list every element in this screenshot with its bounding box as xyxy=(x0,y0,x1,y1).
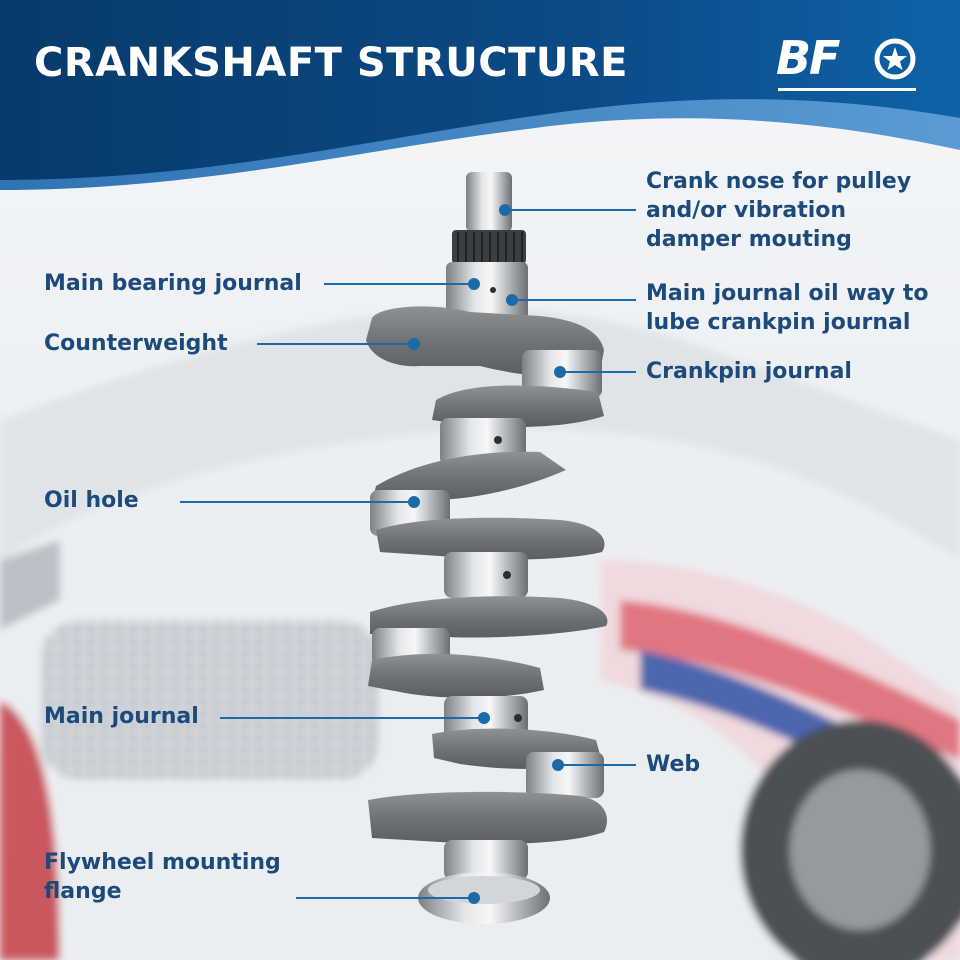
star-in-circle-icon xyxy=(874,38,916,80)
web-2 xyxy=(372,451,566,502)
front-main-journal xyxy=(446,262,528,320)
web-1 xyxy=(432,385,604,427)
label-web: Web xyxy=(646,752,701,777)
label-main-journal: Main journal xyxy=(44,704,199,729)
label-main-bearing-journal: Main bearing journal xyxy=(44,271,302,296)
label-flywheel-flange: Flywheel mounting flange xyxy=(44,850,281,904)
label-main-journal-oil-way: Main journal oil way to lube crankpin jo… xyxy=(646,281,929,335)
label-oil-hole: Oil hole xyxy=(44,488,139,513)
counterweight-rear xyxy=(368,791,607,844)
timing-gear-teeth xyxy=(457,232,523,262)
label-counterweight: Counterweight xyxy=(44,331,228,356)
web-4 xyxy=(368,653,544,698)
page-title: CRANKSHAFT STRUCTURE xyxy=(34,40,628,86)
crankpin-journal-4 xyxy=(526,752,604,798)
main-journal-3 xyxy=(444,552,528,598)
brand-logo: BF xyxy=(776,30,918,94)
label-crankpin-journal: Crankpin journal xyxy=(646,359,852,384)
crank-nose xyxy=(466,172,512,232)
logo-underline xyxy=(778,88,916,91)
label-crank-nose: Crank nose for pulley and/or vibration d… xyxy=(646,169,912,252)
web-3 xyxy=(370,596,608,638)
leader-lines xyxy=(180,204,636,904)
counterweight-middle xyxy=(376,517,605,560)
header-banner xyxy=(0,0,960,190)
rear-main-journal xyxy=(444,840,528,880)
logo-text: BF xyxy=(776,31,841,85)
flywheel-flange-face xyxy=(428,876,540,904)
